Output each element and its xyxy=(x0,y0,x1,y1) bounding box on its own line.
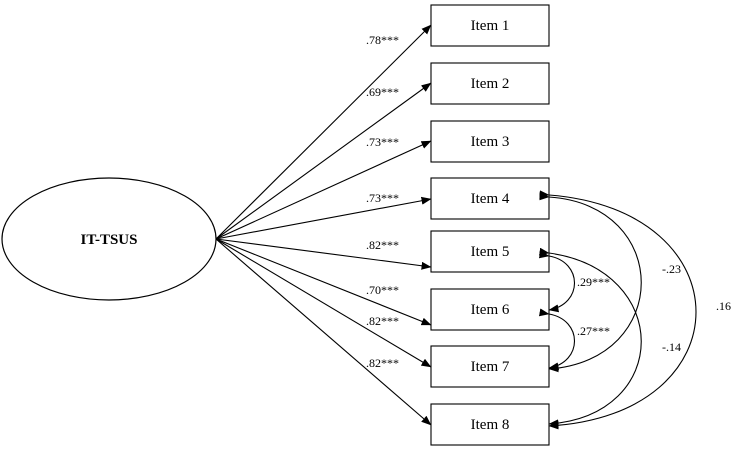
item-box-4: Item 4 xyxy=(430,177,550,220)
item-label-5: Item 5 xyxy=(471,244,510,260)
item-box-5: Item 5 xyxy=(430,230,550,273)
item-box-4-rect xyxy=(430,177,550,220)
loading-path-item-2 xyxy=(215,82,432,240)
loading-path-item-1 xyxy=(215,24,432,240)
loading-path-item-4 xyxy=(215,196,432,240)
loading-label-item-2: .69*** xyxy=(366,85,399,99)
item-box-6: Item 6 xyxy=(430,288,550,331)
item-box-1: Item 1 xyxy=(430,4,550,47)
item-box-7: Item 7 xyxy=(430,345,550,388)
loading-label-item-4: .73*** xyxy=(366,191,399,205)
item-label-2: Item 2 xyxy=(471,76,510,92)
item-label-1: Item 1 xyxy=(471,18,510,34)
item-boxes: Item 1 Item 2 Item 3 Item 4 Item 5 Item … xyxy=(430,4,550,446)
latent-factor: IT-TSUS xyxy=(1,177,217,301)
covariance-arc-item4-item7 xyxy=(539,192,642,373)
item-label-6: Item 6 xyxy=(471,302,510,318)
covariance-label-item4-item8: .16 xyxy=(716,299,731,313)
loading-label-item-5: .82*** xyxy=(366,238,399,252)
item-box-3-rect xyxy=(430,120,550,163)
covariance-arc-item5-item6 xyxy=(538,250,575,313)
loading-path-item-5 xyxy=(215,238,432,270)
loading-label-item-6: .70*** xyxy=(366,283,399,297)
latent-label: IT-TSUS xyxy=(81,232,138,248)
covariance-label-item5-item8: -.14 xyxy=(662,340,681,354)
item-box-1-rect xyxy=(430,4,550,47)
covariance-labels: .29*** .27*** -.23 -.14 .16 xyxy=(577,262,731,354)
item-box-2-rect xyxy=(430,62,550,105)
covariance-label-item5-item6: .29*** xyxy=(577,275,610,289)
item-box-3: Item 3 xyxy=(430,120,550,163)
loading-path-item-3 xyxy=(215,140,432,240)
covariance-arc-item4-item8 xyxy=(539,190,697,430)
item-box-6-rect xyxy=(430,288,550,331)
item-label-7: Item 7 xyxy=(471,359,510,375)
item-box-2: Item 2 xyxy=(430,62,550,105)
item-label-3: Item 3 xyxy=(471,134,510,150)
loading-path-item-6 xyxy=(215,238,432,326)
loading-paths xyxy=(215,24,432,426)
item-box-5-rect xyxy=(430,230,550,273)
loading-path-item-8 xyxy=(215,238,432,426)
loading-label-item-7: .82*** xyxy=(366,314,399,328)
item-box-7-rect xyxy=(430,345,550,388)
item-label-8: Item 8 xyxy=(471,417,510,433)
loading-label-item-8: .82*** xyxy=(366,356,399,370)
loading-labels: .78*** .69*** .73*** .73*** .82*** .70**… xyxy=(366,33,399,370)
covariance-label-item4-item7: -.23 xyxy=(662,262,681,276)
loading-label-item-1: .78*** xyxy=(366,33,399,47)
covariance-arcs xyxy=(538,190,697,430)
covariance-arc-item6-item7 xyxy=(538,308,575,371)
loading-path-item-7 xyxy=(215,238,432,368)
item-label-4: Item 4 xyxy=(471,191,510,207)
loading-label-item-3: .73*** xyxy=(366,135,399,149)
covariance-arc-item5-item8 xyxy=(539,247,642,428)
item-box-8: Item 8 xyxy=(430,403,550,446)
covariance-label-item6-item7: .27*** xyxy=(577,324,610,338)
